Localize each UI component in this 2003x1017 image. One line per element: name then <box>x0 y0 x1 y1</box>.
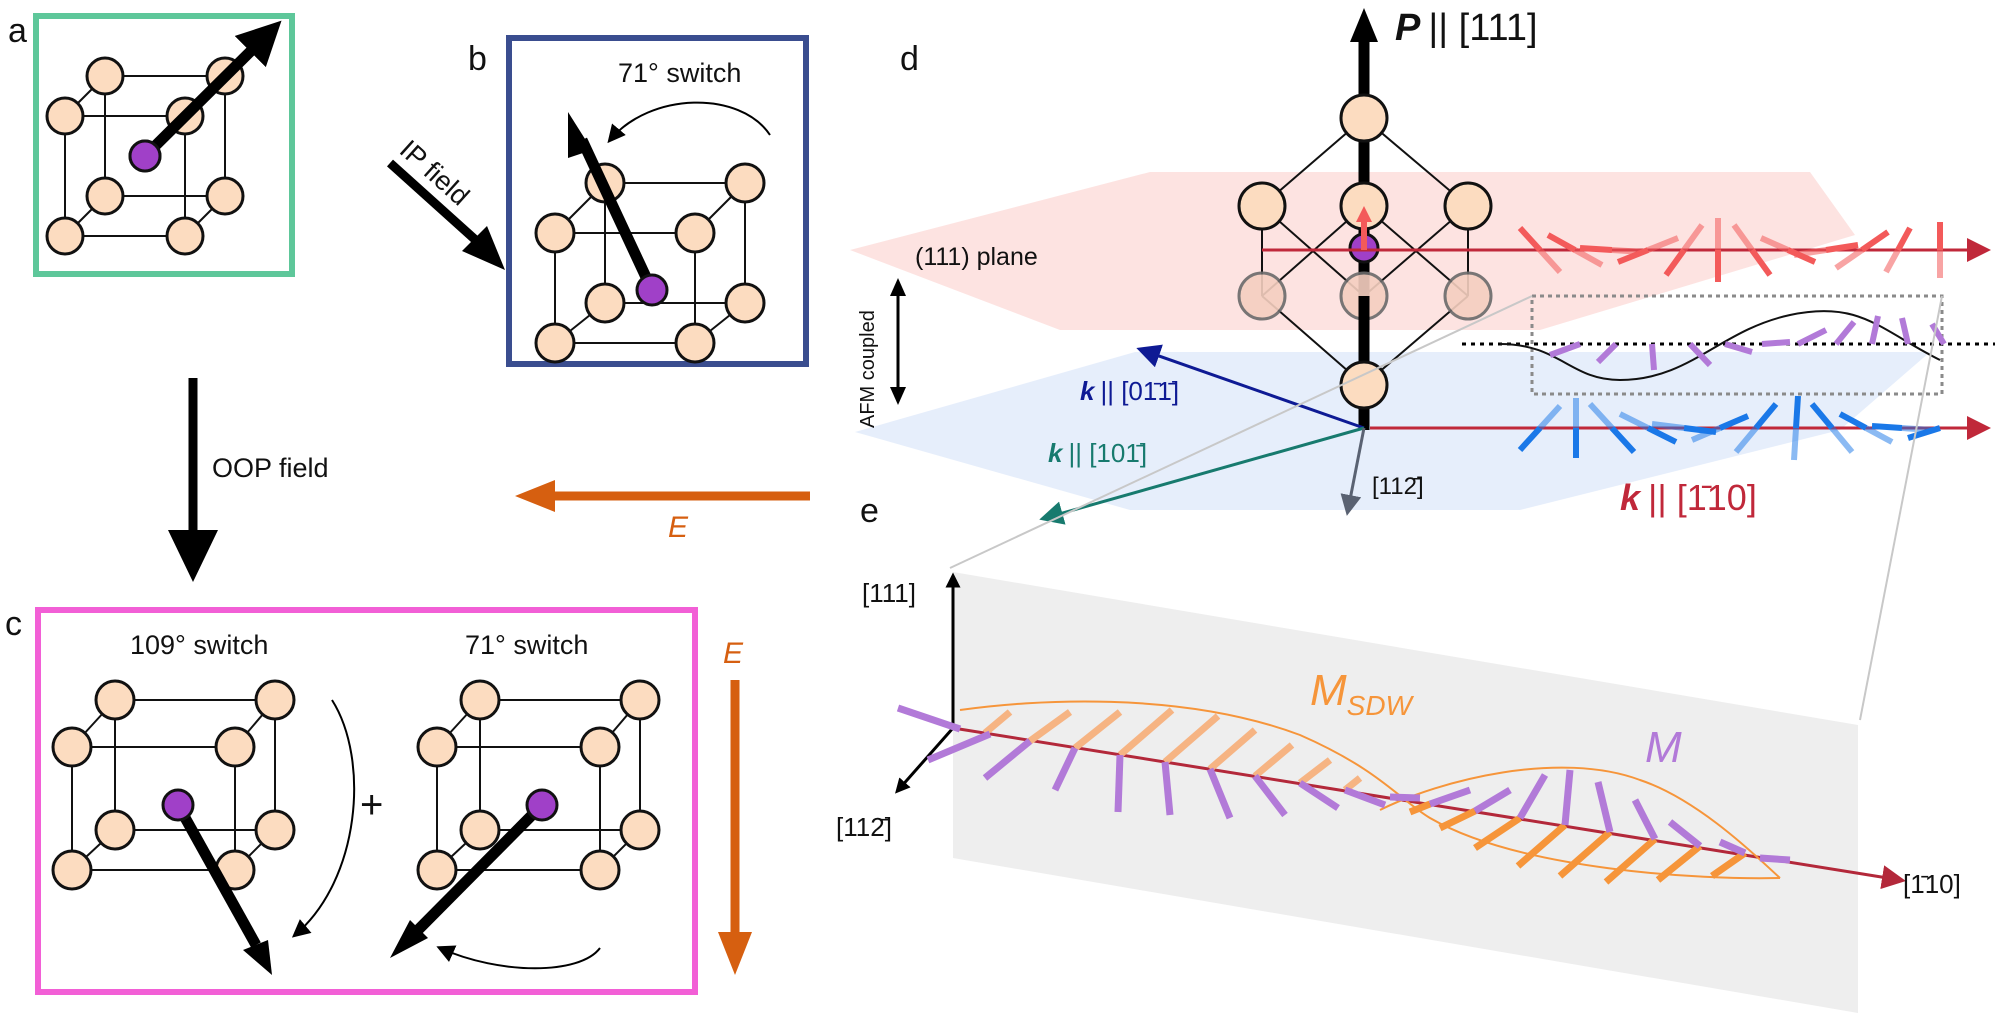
spin-row-purple <box>1548 315 1947 371</box>
afm-coupled-label: AFM coupled <box>857 310 879 428</box>
rotation-arrow-c1 <box>291 699 356 938</box>
panel-c: c 109° switch 71° switch + <box>5 605 752 995</box>
sdw-arrows-dark <box>1408 800 1748 885</box>
k-vector-grey <box>1340 427 1366 516</box>
cube-b <box>554 182 746 344</box>
sdw-envelope-top <box>959 700 1781 880</box>
spin-row-blue-tails <box>1537 398 1933 461</box>
sdw-envelope-bottom <box>1379 766 1781 879</box>
polarization-arrow-a <box>141 20 282 160</box>
m-sdw-label: MSDW <box>1310 666 1415 721</box>
cube-b-atoms <box>534 162 766 364</box>
switch-71-label-c: 71° switch <box>465 630 588 660</box>
panel-e-plane <box>953 572 1858 1013</box>
panel-d: d (111) plane AFM coupled P|| [111] <box>850 7 1995 721</box>
cube-c-left-atoms <box>51 679 296 891</box>
panel-e-letter: e <box>860 492 879 530</box>
axis-112-label: [112̄] <box>836 812 892 842</box>
switch-109-label: 109° switch <box>130 630 268 660</box>
lattice-atoms-faded <box>1237 271 1493 321</box>
cube-c-right-atoms <box>416 679 661 891</box>
rotation-arrow-b <box>607 101 771 144</box>
sdw-curve-d <box>1499 310 1941 382</box>
sdw-arrows-light <box>982 707 1363 793</box>
plane-blue <box>855 352 1930 510</box>
k-vector-navy <box>1136 344 1365 430</box>
panel-a-letter: a <box>8 12 27 50</box>
axis-111-label: [111] <box>862 578 916 608</box>
e-label-b: E <box>668 511 689 544</box>
spin-row-blue <box>1517 395 1941 458</box>
panel-b: b 71° switch E <box>468 35 810 544</box>
ip-field-arrow: IP field <box>386 134 505 270</box>
polarization-arrow-c1 <box>173 802 261 948</box>
axis-112 <box>895 727 955 794</box>
panel-e: e [111] [112̄] [1̄10] <box>836 492 1961 1013</box>
zoom-connector-right <box>1859 295 1943 721</box>
p-label: P|| [111] <box>1395 7 1538 49</box>
panel-b-frame <box>506 35 809 367</box>
panel-c-frame <box>35 607 698 995</box>
k-label-teal: k|| [101̄] <box>1048 438 1147 468</box>
panel-b-switch-label: 71° switch <box>618 58 741 88</box>
polarization-arrow-c2 <box>414 801 546 934</box>
rotation-arrow-c2 <box>436 945 601 970</box>
k-vector-teal <box>1039 426 1365 525</box>
k-label-red: k|| [1̄10] <box>1620 477 1757 518</box>
axis-110-label: [1̄10] <box>1903 869 1961 899</box>
polarization-arrow-b <box>577 137 657 293</box>
panel-a: a <box>8 12 295 277</box>
m-arrows <box>896 704 1791 864</box>
panel-a-frame <box>33 13 295 277</box>
spin-row-red-tails <box>1537 218 1943 278</box>
plane-label: (111) plane <box>915 243 1038 271</box>
oop-field-label: OOP field <box>212 453 329 483</box>
e-label-c: E <box>723 637 744 670</box>
m-label: M <box>1645 723 1682 772</box>
k-label-navy: k|| [01̄1̄] <box>1080 376 1179 406</box>
dir-112-label: [112̄] <box>1372 473 1424 500</box>
panel-b-letter: b <box>468 40 487 78</box>
panel-c-letter: c <box>5 605 22 643</box>
plus-sign: + <box>360 783 383 827</box>
oop-field-arrow: OOP field <box>168 378 329 582</box>
zoom-connector-left <box>949 295 1533 569</box>
panel-d-letter: d <box>900 40 919 78</box>
